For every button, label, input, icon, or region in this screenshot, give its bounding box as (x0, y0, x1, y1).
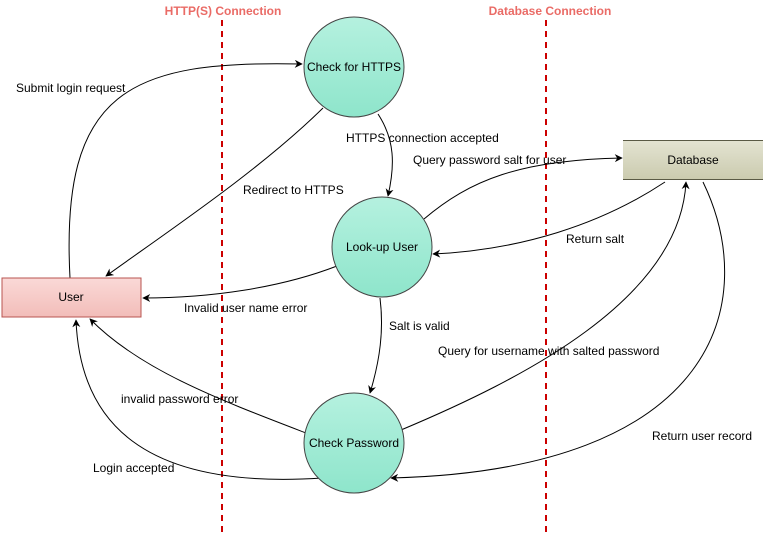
edge-invalid-password (89, 318, 307, 434)
edge-https-accepted (377, 113, 394, 197)
node-lookup-user-label: Look-up User (346, 240, 418, 254)
edge-return-salt (432, 181, 666, 258)
label-salt-valid: Salt is valid (389, 319, 450, 333)
node-database-label: Database (667, 153, 719, 167)
edge-login-accepted (72, 319, 323, 480)
node-lookup-user[interactable]: Look-up User (331, 196, 433, 298)
edge-salt-valid (368, 297, 382, 394)
label-invalid-password: invalid password error (121, 392, 238, 406)
label-invalid-username: Invalid user name error (184, 301, 307, 315)
node-check-password-label: Check Password (309, 436, 399, 450)
label-query-username: Query for username with salted password (438, 344, 659, 358)
node-check-https-label: Check for HTTPS (307, 60, 401, 74)
edge-submit-login (68, 59, 303, 279)
node-check-password[interactable]: Check Password (303, 392, 405, 494)
database-boundary-title: Database Connection (489, 4, 612, 18)
edge-redirect-https (105, 107, 324, 277)
label-query-salt: Query password salt for user (413, 153, 566, 167)
edge-query-salt (423, 154, 623, 220)
node-user[interactable]: User (1, 277, 142, 318)
label-https-accepted: HTTPS connection accepted (346, 131, 499, 145)
label-login-accepted: Login accepted (93, 461, 174, 475)
edge-return-record (390, 181, 726, 482)
https-boundary-title: HTTP(S) Connection (165, 4, 282, 18)
label-return-record: Return user record (652, 429, 752, 443)
label-redirect-https: Redirect to HTTPS (243, 183, 344, 197)
node-database[interactable]: Database (623, 140, 763, 180)
node-user-label: User (58, 290, 83, 304)
label-submit-login: Submit login request (16, 81, 126, 95)
edge-invalid-username (142, 265, 338, 302)
label-return-salt: Return salt (566, 232, 625, 246)
edge-query-username (400, 181, 690, 431)
node-check-https[interactable]: Check for HTTPS (303, 16, 405, 118)
